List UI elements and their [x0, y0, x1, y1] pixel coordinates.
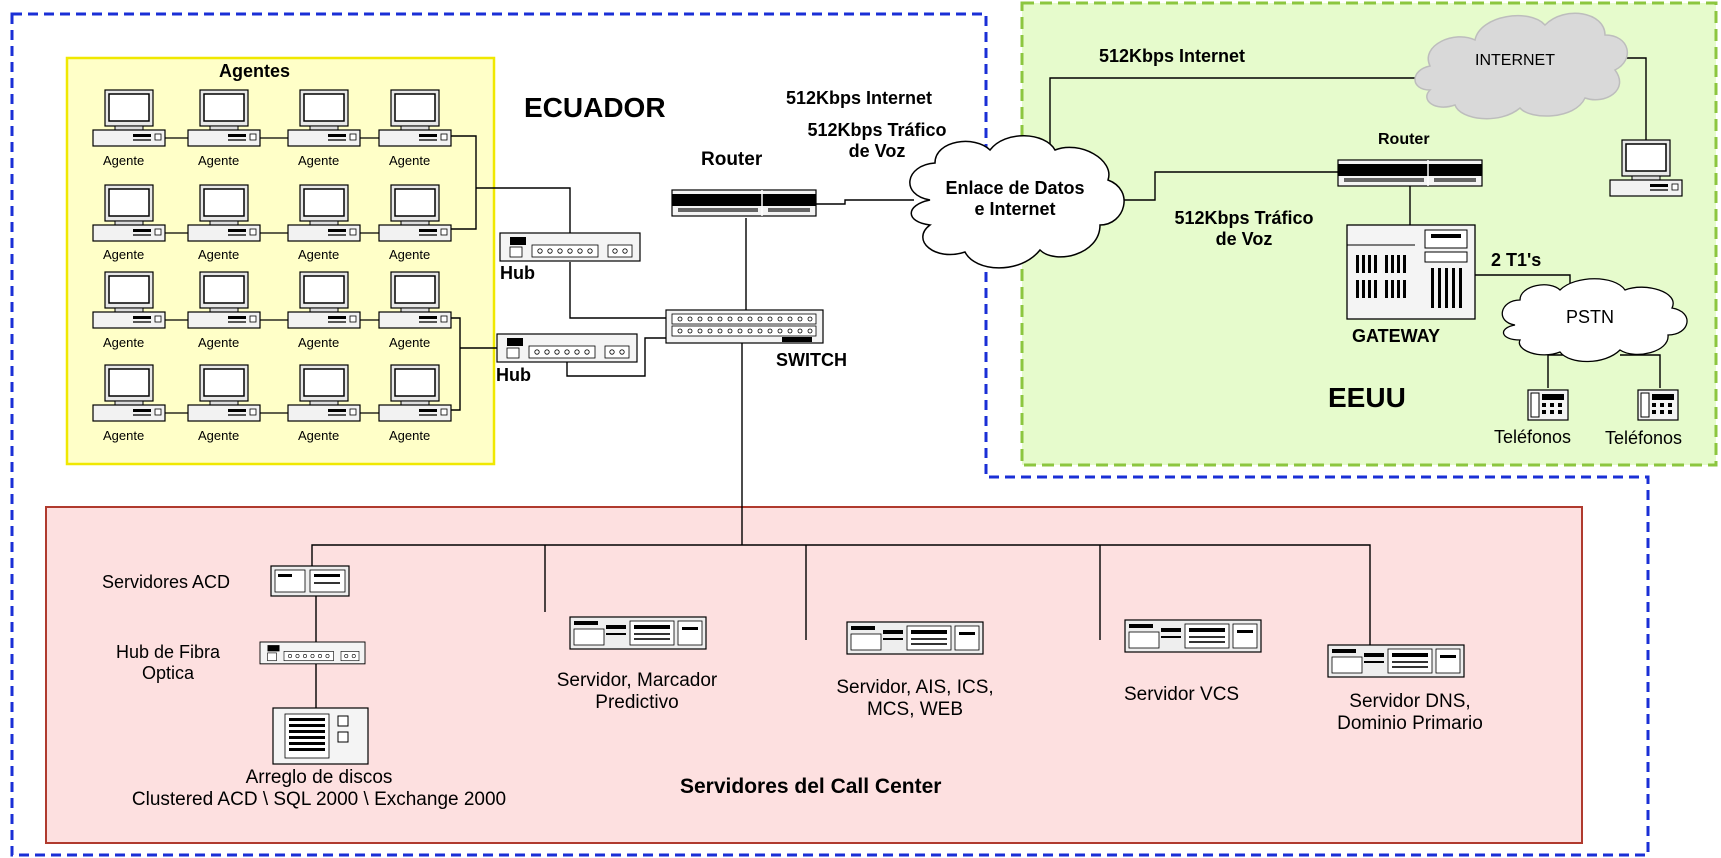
agent-label: Agente — [298, 153, 340, 168]
link-cloud-icon — [909, 135, 1125, 269]
ecuador-internet-link-label: 512Kbps Internet — [786, 88, 933, 108]
phone-right-label: Teléfonos — [1605, 428, 1683, 448]
link-cloud-label: Enlace de Datos e Internet — [945, 178, 1085, 219]
switch-icon — [665, 309, 824, 344]
agent-label: Agente — [103, 428, 145, 443]
acd-servers-label: Servidores ACD — [102, 572, 231, 592]
agent-label: Agente — [298, 428, 340, 443]
router-us-icon — [1337, 159, 1483, 187]
agent-label: Agente — [389, 428, 431, 443]
agent-label: Agente — [103, 153, 145, 168]
phone-right-icon — [1637, 389, 1679, 421]
vcs-server-label: Servidor VCS — [1124, 684, 1240, 705]
agent-label: Agente — [198, 335, 240, 350]
agents-group-title: Agentes — [219, 61, 291, 81]
hub-lower-label: Hub — [496, 365, 531, 385]
eeuu-label: EEUU — [1328, 382, 1406, 413]
ecuador-label: ECUADOR — [524, 92, 666, 123]
eeuu-voice-link-label: 512Kbps Tráfico de Voz — [1174, 208, 1314, 249]
hub-upper-label: Hub — [500, 263, 535, 283]
dialer-server-icon — [569, 616, 707, 650]
internet-cloud-label: INTERNET — [1475, 52, 1555, 69]
gateway-label: GATEWAY — [1352, 326, 1441, 346]
agent-label: Agente — [198, 247, 240, 262]
servers-group-title: Servidores del Call Center — [680, 775, 942, 798]
agent-label: Agente — [389, 247, 431, 262]
ecuador-voice-link-label: 512Kbps Tráfico de Voz — [807, 120, 947, 161]
acd-servers-icon — [270, 565, 350, 597]
hub-upper-icon — [499, 232, 641, 262]
ecuador-region — [10, 12, 1650, 857]
ais-server-label: Servidor, AIS, ICS, MCS, WEB — [836, 677, 994, 720]
agent-label: Agente — [103, 335, 145, 350]
vcs-server-icon — [1124, 619, 1262, 653]
dns-server-label: Servidor DNS, Dominio Primario — [1337, 691, 1483, 734]
connection-lines — [311, 57, 1661, 708]
eeuu-internet-link-label: 512Kbps Internet — [1099, 46, 1246, 66]
hub-lower-icon — [496, 333, 638, 363]
t1-link-label: 2 T1's — [1491, 250, 1542, 270]
pstn-label: PSTN — [1566, 307, 1615, 327]
fiber-hub-label: Hub de Fibra Optica — [115, 642, 221, 683]
phone-left-icon — [1527, 389, 1569, 421]
agent-label: Agente — [198, 428, 240, 443]
agent-label: Agente — [298, 247, 340, 262]
agent-label: Agente — [389, 153, 431, 168]
disk-array-icon — [272, 707, 369, 765]
switch-label: SWITCH — [776, 350, 847, 370]
pstn-cloud-icon — [1501, 278, 1688, 363]
agent-label: Agente — [198, 153, 240, 168]
router-ecuador-label: Router — [701, 149, 763, 170]
internet-cloud-icon — [1414, 12, 1629, 120]
router-us-label: Router — [1378, 131, 1430, 148]
ais-server-icon — [846, 621, 984, 655]
gateway-icon — [1346, 224, 1476, 320]
agent-chain-lines — [165, 137, 379, 414]
servers-box — [45, 506, 1583, 844]
agent-label: Agente — [298, 335, 340, 350]
router-ecuador-icon — [671, 189, 817, 217]
agent-label: Agente — [103, 247, 145, 262]
phone-left-label: Teléfonos — [1494, 427, 1572, 447]
dialer-server-label: Servidor, Marcador Predictivo — [556, 670, 718, 713]
dns-server-icon — [1327, 644, 1465, 678]
agent-label: Agente — [389, 335, 431, 350]
disk-array-label: Arreglo de discos Clustered ACD \ SQL 20… — [131, 767, 507, 810]
fiber-hub-icon — [259, 641, 366, 665]
